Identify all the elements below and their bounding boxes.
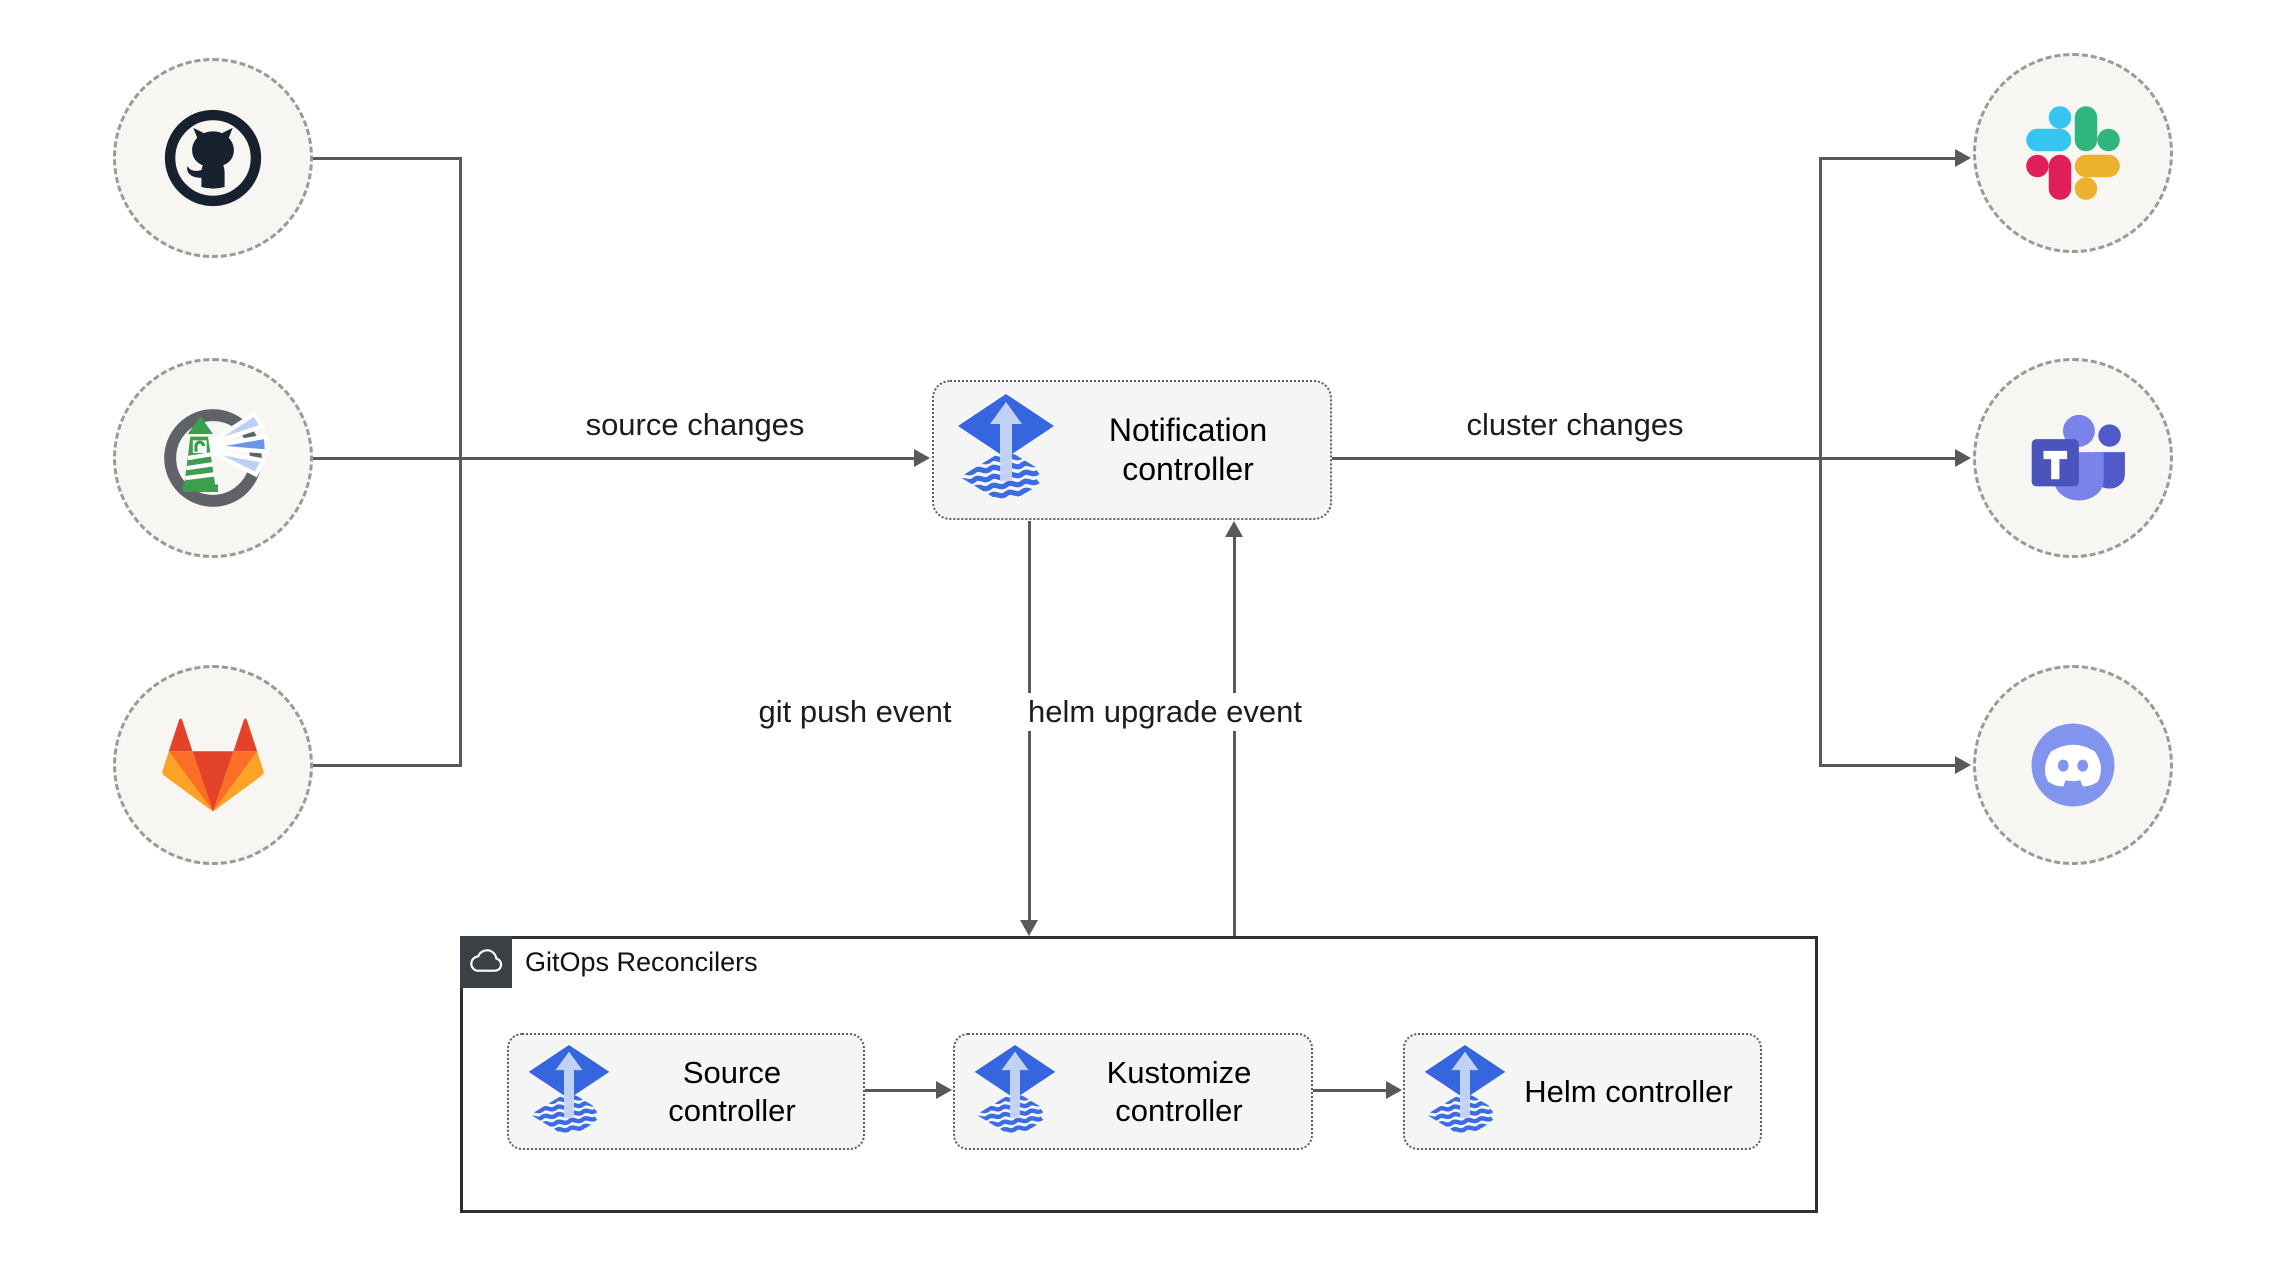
edge-right-bus bbox=[1818, 156, 1822, 767]
flux-icon bbox=[973, 1044, 1057, 1140]
target-node-slack bbox=[1973, 53, 2173, 253]
arrowhead-into-reconcilers bbox=[1020, 920, 1038, 936]
source-node-harbor bbox=[113, 358, 313, 558]
edge-label-git-push-event: git push event bbox=[752, 693, 958, 731]
gitlab-icon bbox=[157, 709, 269, 821]
edge-gitlab-to-bus bbox=[313, 763, 460, 767]
source-node-gitlab bbox=[113, 665, 313, 865]
source-controller-label: Source controller bbox=[668, 1054, 796, 1128]
flux-icon bbox=[956, 393, 1056, 507]
notification-controller-label: Notification controller bbox=[1108, 411, 1268, 487]
target-node-teams bbox=[1973, 358, 2173, 558]
group-badge bbox=[460, 936, 512, 988]
source-controller-node: Source controller bbox=[507, 1033, 865, 1150]
edge-cluster-changes bbox=[1332, 456, 1956, 460]
edge-kustomize-to-helm bbox=[1313, 1088, 1387, 1092]
arrowhead-into-notification-bottom bbox=[1225, 521, 1243, 537]
harbor-icon bbox=[150, 395, 276, 521]
helm-controller-label: Helm controller bbox=[1524, 1073, 1733, 1109]
source-node-github bbox=[113, 58, 313, 258]
kustomize-controller-node: Kustomize controller bbox=[953, 1033, 1313, 1150]
edge-to-discord bbox=[1820, 763, 1956, 767]
flux-icon bbox=[1423, 1044, 1507, 1140]
arrowhead-into-slack bbox=[1955, 149, 1971, 167]
group-title: GitOps Reconcilers bbox=[525, 947, 758, 977]
arrowhead-into-kustomize bbox=[936, 1081, 952, 1099]
edge-label-helm-upgrade-event: helm upgrade event bbox=[1021, 693, 1309, 731]
arrowhead-into-discord bbox=[1955, 756, 1971, 774]
microsoft-teams-icon bbox=[2014, 399, 2132, 517]
arrowhead-into-teams bbox=[1955, 449, 1971, 467]
edge-left-bus bbox=[458, 156, 462, 767]
edge-source-to-kustomize bbox=[865, 1088, 937, 1092]
edge-to-slack bbox=[1820, 156, 1956, 160]
arrowhead-into-helm bbox=[1386, 1081, 1402, 1099]
kustomize-controller-label: Kustomize controller bbox=[1106, 1054, 1252, 1128]
helm-controller-node: Helm controller bbox=[1403, 1033, 1762, 1150]
cloud-icon bbox=[468, 949, 504, 976]
edge-source-changes bbox=[313, 456, 916, 460]
arrowhead-into-notification bbox=[914, 449, 930, 467]
edge-label-source-changes: source changes bbox=[579, 406, 811, 444]
flux-icon bbox=[527, 1044, 611, 1140]
discord-icon bbox=[2012, 704, 2134, 826]
edge-github-to-bus bbox=[313, 156, 460, 160]
edge-label-cluster-changes: cluster changes bbox=[1460, 406, 1690, 444]
github-icon bbox=[155, 100, 271, 216]
notification-controller-node: Notification controller bbox=[932, 380, 1332, 520]
target-node-discord bbox=[1973, 665, 2173, 865]
edge-helm-upgrade-event bbox=[1232, 537, 1236, 936]
slack-icon bbox=[2021, 101, 2125, 205]
